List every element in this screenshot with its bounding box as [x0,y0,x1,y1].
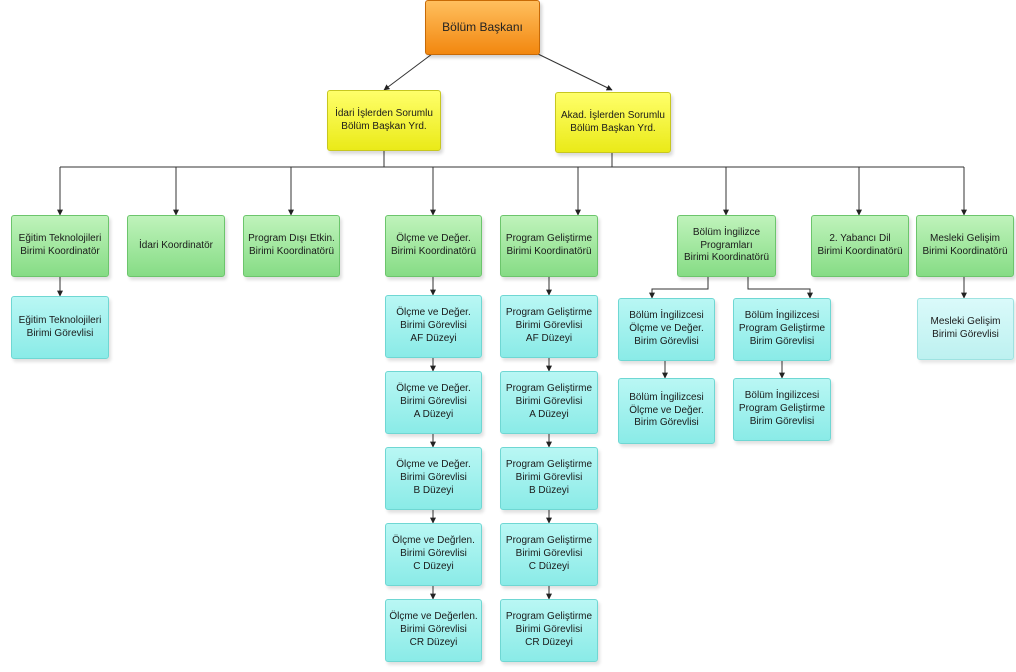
coordinator-program-disi-box: Program Dışı Etkin. Birimi Koordinatörü [243,215,340,277]
staff-program-box: Program Geliştirme Birimi Görevlisi C Dü… [500,523,598,586]
staff-program-label: Program Geliştirme Birimi Görevlisi CR D… [505,611,593,648]
deputy-idari-box: İdari İşlerden Sorumlu Bölüm Başkan Yrd. [327,90,441,151]
staff-olcme-label: Ölçme ve Değer. Birimi Görevlisi B Düzey… [396,459,471,496]
head-label: Bölüm Başkanı [442,19,523,34]
staff-program-label: Program Geliştirme Birimi Görevlisi B Dü… [505,459,593,496]
staff-olcme-box: Ölçme ve Değer. Birimi Görevlisi B Düzey… [385,447,482,510]
coordinator-program-gel-label: Program Geliştirme Birimi Koordinatörü [505,233,593,257]
staff-olcme-label: Ölçme ve Değer. Birimi Görevlisi AF Düze… [396,307,471,344]
coordinator-mesleki-label: Mesleki Gelişim Birimi Koordinatörü [922,233,1008,257]
staff-ing-olcme-label: Bölüm İngilizcesi Ölçme ve Değer. Birim … [629,391,704,429]
coordinator-yabanci-box: 2. Yabancı Dil Birimi Koordinatörü [811,215,909,277]
link-ing-olcme [649,277,709,299]
coordinator-idari-label: İdari Koordinatör [139,239,213,251]
staff-ing-program-box: Bölüm İngilizcesi Program Geliştirme Bir… [733,298,831,361]
staff-olcme-label: Ölçme ve Değerlen. Birimi Görevlisi CR D… [389,611,478,648]
staff-olcme-box: Ölçme ve Değer. Birimi Görevlisi AF Düze… [385,295,482,358]
staff-ing-olcme-label: Bölüm İngilizcesi Ölçme ve Değer. Birim … [629,310,704,347]
staff-olcme-box: Ölçme ve Değer. Birimi Görevlisi A Düzey… [385,371,482,434]
staff-program-label: Program Geliştirme Birimi Görevlisi C Dü… [505,535,593,572]
coordinator-ingilizce-label: Bölüm İngilizce Programları Birimi Koord… [683,226,770,264]
staff-egitim-box: Eğitim Teknolojileri Birimi Görevlisi [11,296,109,359]
deputy-idari-label: İdari İşlerden Sorumlu Bölüm Başkan Yrd. [335,107,433,132]
staff-egitim-label: Eğitim Teknolojileri Birimi Görevlisi [18,314,102,339]
staff-mesleki-box: Mesleki Gelişim Birimi Görevlisi [917,298,1014,360]
coordinator-mesleki-box: Mesleki Gelişim Birimi Koordinatörü [916,215,1014,277]
coordinator-program-disi-label: Program Dışı Etkin. Birimi Koordinatörü [248,233,335,257]
head-box: Bölüm Başkanı [425,0,540,55]
link-head-idari [383,53,433,91]
staff-olcme-label: Ölçme ve Değer. Birimi Görevlisi A Düzey… [396,383,471,420]
staff-olcme-label: Ölçme ve Değrlen. Birimi Görevlisi C Düz… [392,535,475,572]
coordinator-egitim-label: Eğitim Teknolojileri Birimi Koordinatör [18,233,102,257]
deputy-akad-label: Akad. İşlerden Sorumlu Bölüm Başkan Yrd. [561,109,665,134]
link-head-akad [537,53,613,91]
staff-program-box: Program Geliştirme Birimi Görevlisi A Dü… [500,371,598,434]
deputy-akad-box: Akad. İşlerden Sorumlu Bölüm Başkan Yrd. [555,92,671,153]
coordinator-program-gel-box: Program Geliştirme Birimi Koordinatörü [500,215,598,277]
coordinator-idari-box: İdari Koordinatör [127,215,225,277]
staff-program-box: Program Geliştirme Birimi Görevlisi AF D… [500,295,598,358]
staff-mesleki-label: Mesleki Gelişim Birimi Görevlisi [930,316,1001,340]
link-ing-program [747,277,813,299]
staff-ing-program-box: Bölüm İngilizcesi Program Geliştirme Bir… [733,378,831,441]
staff-program-label: Program Geliştirme Birimi Görevlisi A Dü… [505,383,593,420]
coordinator-yabanci-label: 2. Yabancı Dil Birimi Koordinatörü [817,233,903,257]
staff-program-box: Program Geliştirme Birimi Görevlisi CR D… [500,599,598,662]
coordinator-ingilizce-box: Bölüm İngilizce Programları Birimi Koord… [677,215,776,277]
staff-ing-program-label: Bölüm İngilizcesi Program Geliştirme Bir… [738,390,826,427]
coordinator-olcme-label: Ölçme ve Değer. Birimi Koordinatörü [390,233,477,257]
staff-ing-olcme-box: Bölüm İngilizcesi Ölçme ve Değer. Birim … [618,298,715,361]
coordinator-olcme-box: Ölçme ve Değer. Birimi Koordinatörü [385,215,482,277]
staff-ing-olcme-box: Bölüm İngilizcesi Ölçme ve Değer. Birim … [618,378,715,444]
staff-program-label: Program Geliştirme Birimi Görevlisi AF D… [505,307,593,344]
staff-olcme-box: Ölçme ve Değrlen. Birimi Görevlisi C Düz… [385,523,482,586]
staff-olcme-box: Ölçme ve Değerlen. Birimi Görevlisi CR D… [385,599,482,662]
staff-ing-program-label: Bölüm İngilizcesi Program Geliştirme Bir… [738,310,826,347]
staff-program-box: Program Geliştirme Birimi Görevlisi B Dü… [500,447,598,510]
coordinator-egitim-box: Eğitim Teknolojileri Birimi Koordinatör [11,215,109,277]
